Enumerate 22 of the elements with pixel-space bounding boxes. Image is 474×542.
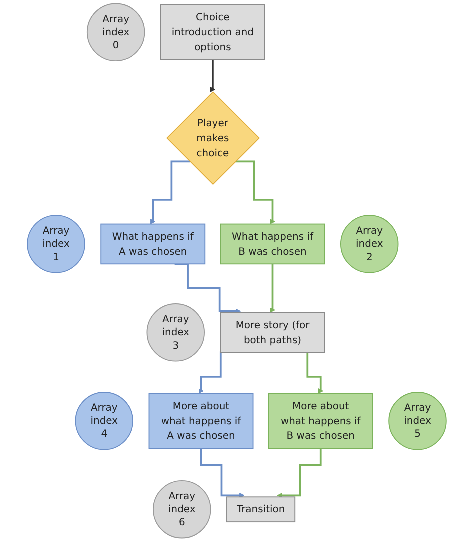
node-box: Choice introduction and options	[160, 4, 266, 60]
node-circle: Array index 2	[340, 215, 399, 274]
arrow	[277, 448, 322, 498]
node-diamond: Player makes choice	[166, 92, 260, 186]
arrow	[270, 263, 276, 313]
node-box: More about what happens if B was chosen	[268, 393, 374, 450]
node-box: More about what happens if A was chosen	[148, 393, 254, 450]
arrow	[150, 160, 190, 225]
node-circle: Array index 4	[75, 392, 134, 450]
arrow	[210, 58, 216, 92]
arrow	[236, 160, 276, 225]
node-box: What happens if A was chosen	[100, 224, 206, 265]
node-circle: Array index 1	[27, 215, 86, 274]
arrow	[174, 263, 242, 314]
node-circle: Array index 3	[146, 304, 205, 362]
node-box: More story (for both paths)	[220, 312, 326, 354]
node-box: Transition	[226, 496, 296, 523]
node-circle: Array index 6	[153, 480, 212, 539]
node-circle: Array index 0	[86, 3, 146, 62]
node-box: What happens if B was chosen	[220, 224, 326, 265]
node-circle: Array index 5	[388, 392, 447, 450]
arrow	[200, 448, 245, 498]
